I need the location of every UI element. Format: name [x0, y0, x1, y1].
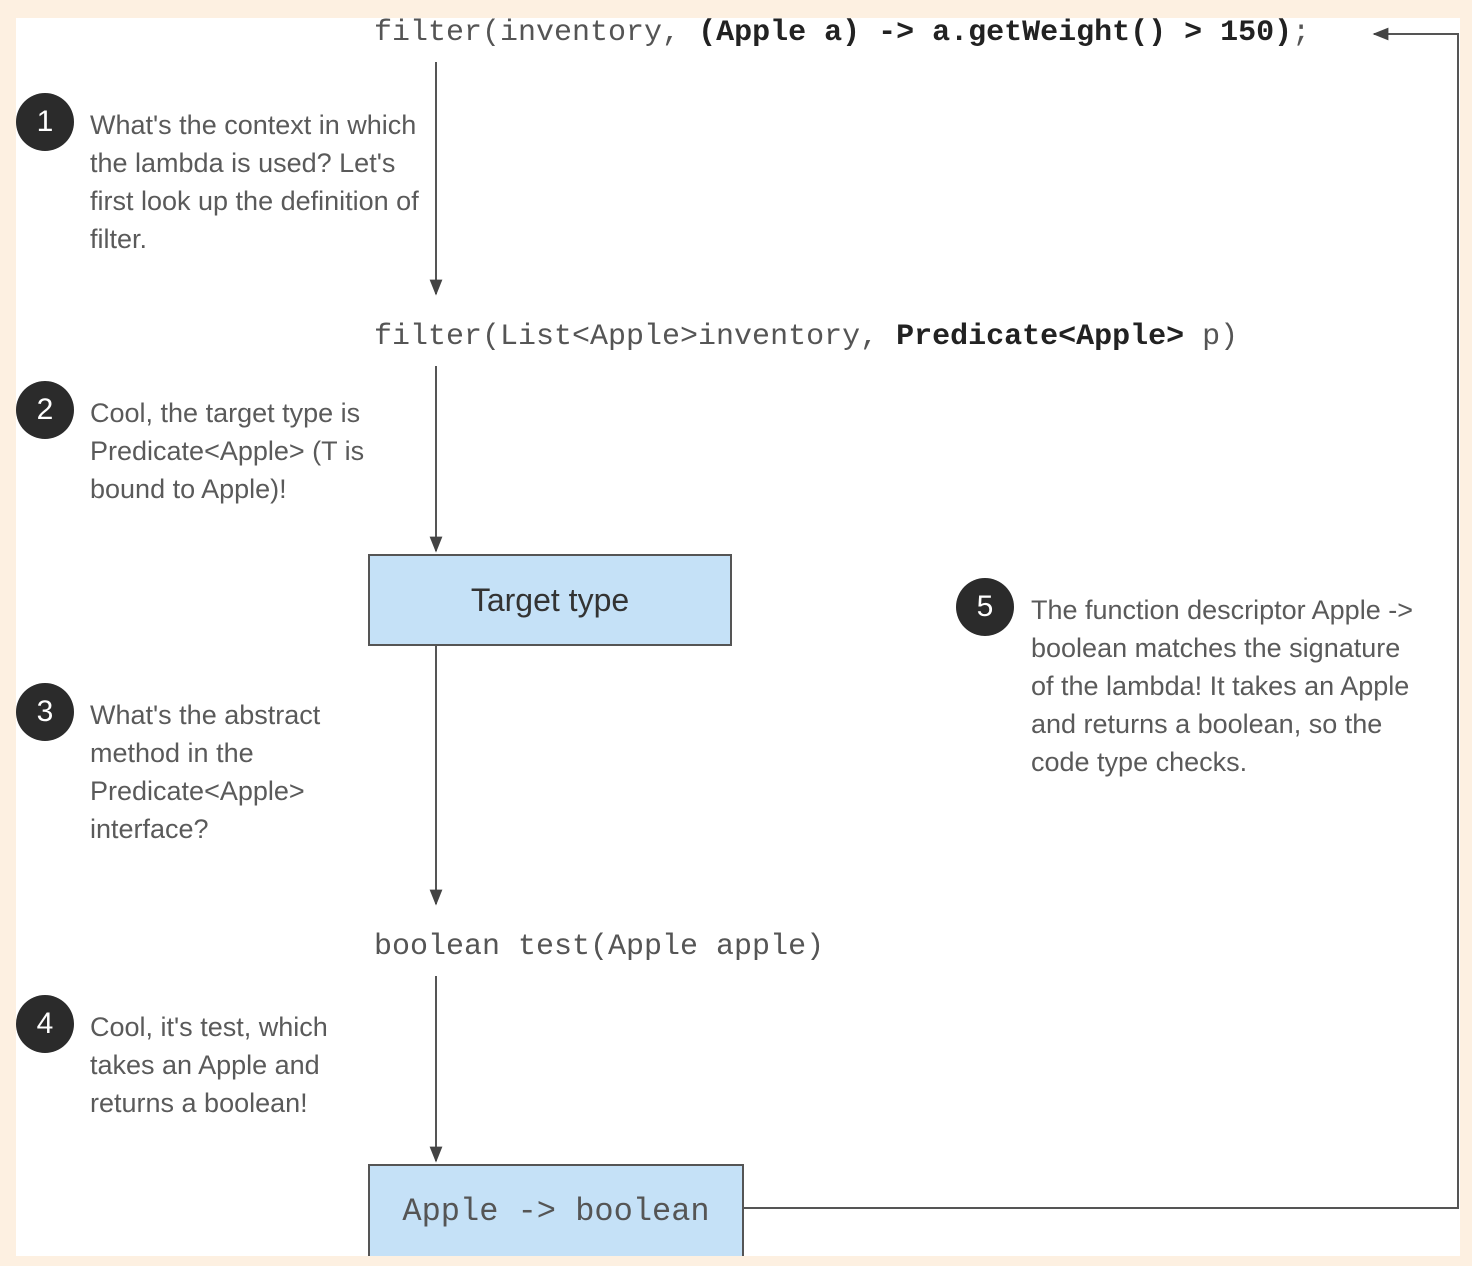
connector-lines — [429, 27, 1459, 1209]
target-type-label: Target type — [470, 581, 630, 618]
code-filter-signature-prefix: filter(List<Apple>inventory, — [374, 320, 897, 354]
code-test-method: boolean test(Apple apple) — [374, 930, 825, 964]
step-2-badge: 2 — [16, 381, 74, 439]
diagram-canvas: filter(inventory, (Apple a) -> a.getWeig… — [16, 18, 1460, 1256]
code-filter-call: filter(inventory, (Apple a) -> a.getWeig… — [374, 18, 1310, 48]
step-4-note: Cool, it's test, which takes an Apple an… — [90, 1012, 328, 1118]
code-predicate-type: Predicate<Apple> — [896, 320, 1185, 354]
code-lambda: (Apple a) -> a.getWeight() > 150) — [698, 16, 1293, 50]
code-filter-signature: filter(List<Apple>inventory, Predicate<A… — [374, 322, 1238, 352]
step-4-badge: 4 — [16, 995, 74, 1053]
code-filter-signature-suffix: p) — [1184, 320, 1239, 354]
step-1-badge: 1 — [16, 93, 74, 151]
step-5-badge: 5 — [956, 578, 1014, 636]
step-1-note: What's the context in which the lambda i… — [90, 110, 419, 254]
step-3-note: What's the abstract method in the Predic… — [90, 700, 321, 844]
target-type-box: Target type — [368, 554, 732, 646]
code-filter-call-suffix: ; — [1292, 16, 1311, 50]
function-descriptor-label: Apple -> boolean — [402, 1192, 710, 1230]
step-3-badge: 3 — [16, 683, 74, 741]
return-arrow — [744, 27, 1459, 1209]
code-filter-call-prefix: filter(inventory, — [374, 16, 699, 50]
function-descriptor-box: Apple -> boolean — [368, 1164, 744, 1256]
step-2-note: Cool, the target type is Predicate<Apple… — [90, 398, 365, 504]
step-5-note: The function descriptor Apple -> boolean… — [1031, 595, 1413, 777]
